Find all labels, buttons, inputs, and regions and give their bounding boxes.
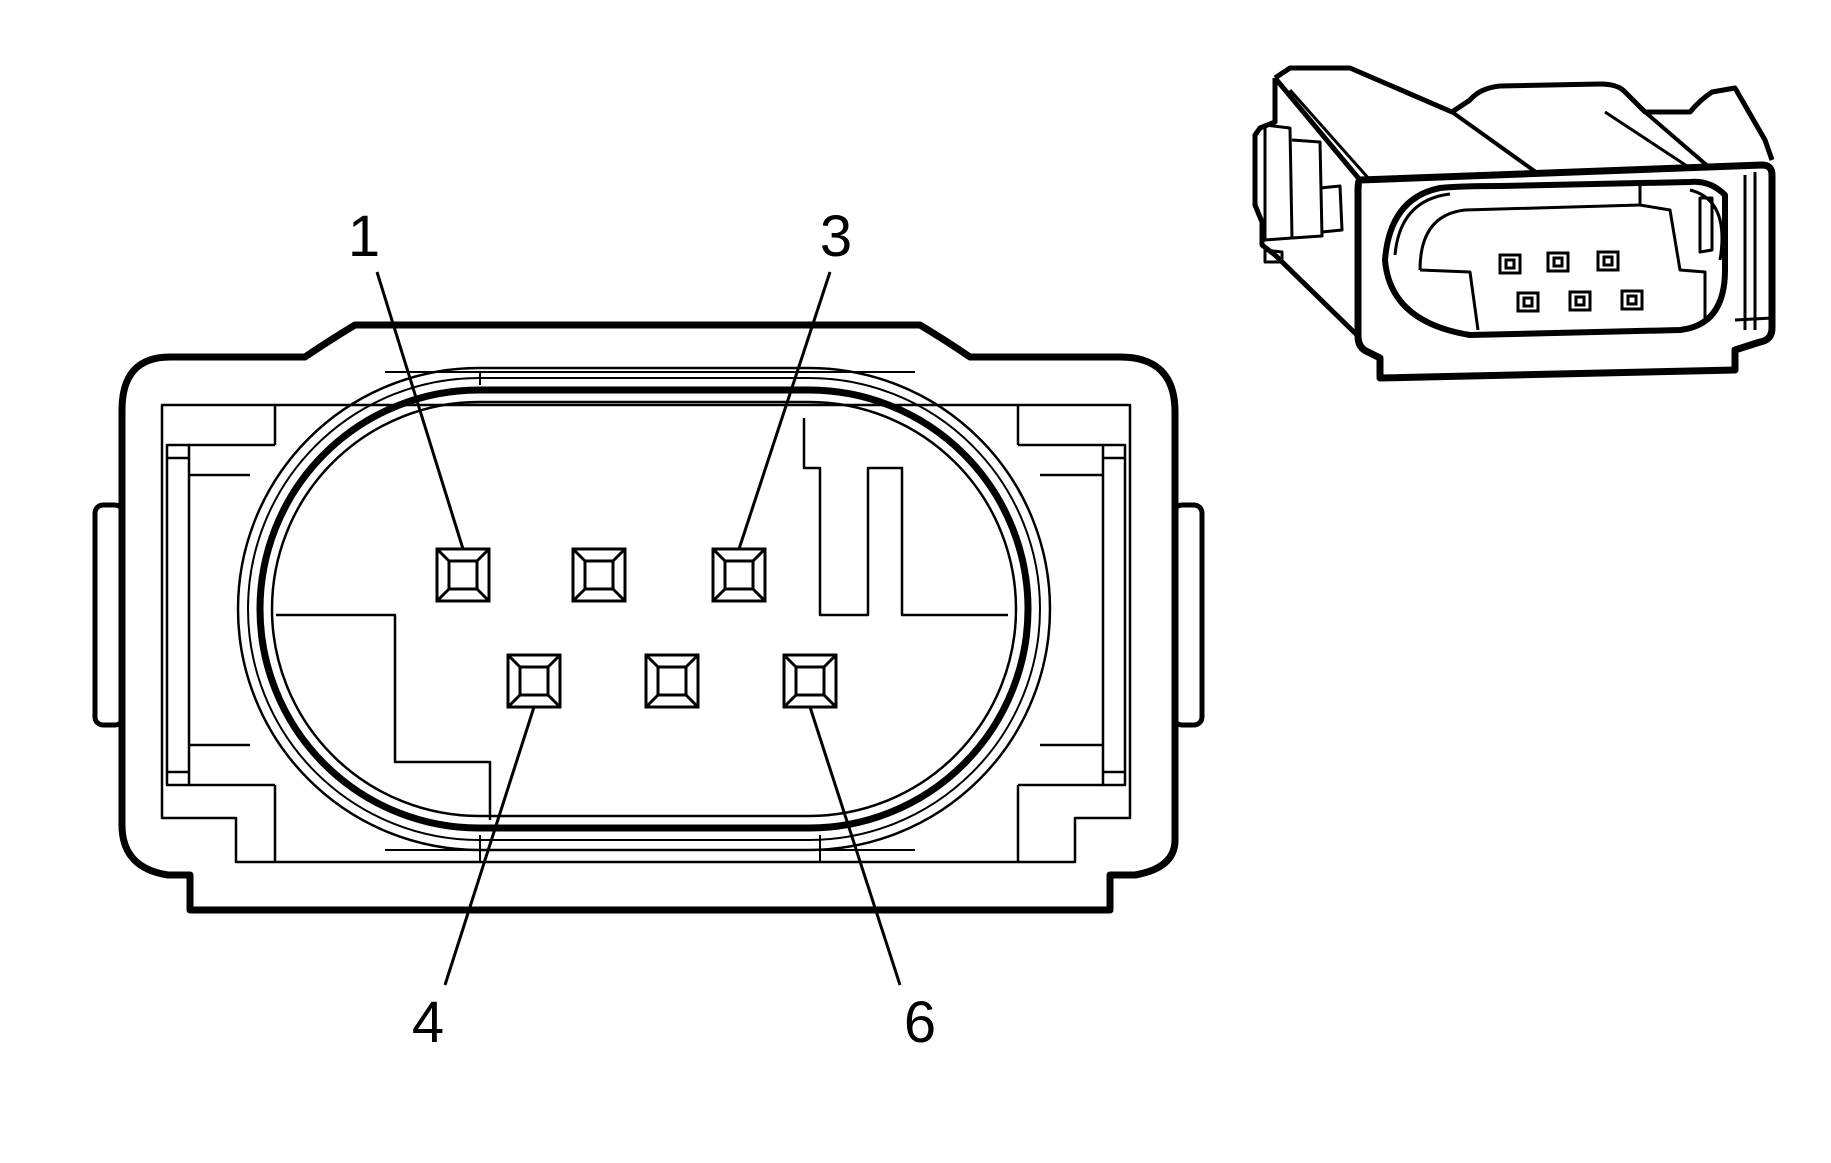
inner-frame <box>160 403 1132 864</box>
iso-pin-5 <box>1568 290 1592 312</box>
iso-top-face <box>1273 65 1775 161</box>
pin-cavity-5 <box>644 653 700 709</box>
iso-pin-4 <box>1516 291 1540 313</box>
key-feature-right <box>802 418 1008 617</box>
seal-ring-inner <box>270 400 1018 818</box>
connector-face-view <box>92 321 1205 914</box>
iso-pin-2 <box>1546 251 1570 273</box>
seal-ring-outer <box>236 366 1052 852</box>
leader-pin-3 <box>737 271 832 550</box>
left-latch-tab <box>92 502 126 728</box>
callout-leaders <box>375 271 902 986</box>
key-feature-left <box>276 613 492 820</box>
pin-cavity-2 <box>571 547 627 603</box>
right-rib <box>1016 405 1127 862</box>
seal-ring-thick <box>256 386 1032 832</box>
callout-label-3: 3 <box>820 204 852 269</box>
connector-isometric-view <box>1252 65 1776 382</box>
iso-front-frame <box>1354 161 1776 382</box>
pin-cavity-4 <box>506 653 562 709</box>
seal-ring-mid <box>247 377 1041 841</box>
left-rib <box>165 405 277 862</box>
iso-pin-1 <box>1498 253 1522 275</box>
callout-label-4: 4 <box>412 990 444 1055</box>
pin-cavity-1 <box>435 547 491 603</box>
leader-pin-1 <box>375 271 465 550</box>
iso-inner-face <box>1382 178 1728 338</box>
iso-pin-cavities <box>1498 250 1644 313</box>
iso-left-latch <box>1263 123 1294 242</box>
right-latch-tab <box>1171 502 1205 728</box>
leader-pin-4 <box>443 706 536 986</box>
iso-pin-3 <box>1596 250 1620 272</box>
callout-label-6: 6 <box>904 990 936 1055</box>
iso-pin-6 <box>1620 289 1644 311</box>
leader-pin-6 <box>808 706 902 986</box>
pin-cavity-6 <box>782 653 838 709</box>
pin-cavities <box>435 547 838 709</box>
callout-label-1: 1 <box>348 204 380 269</box>
pin-cavity-3 <box>711 547 767 603</box>
